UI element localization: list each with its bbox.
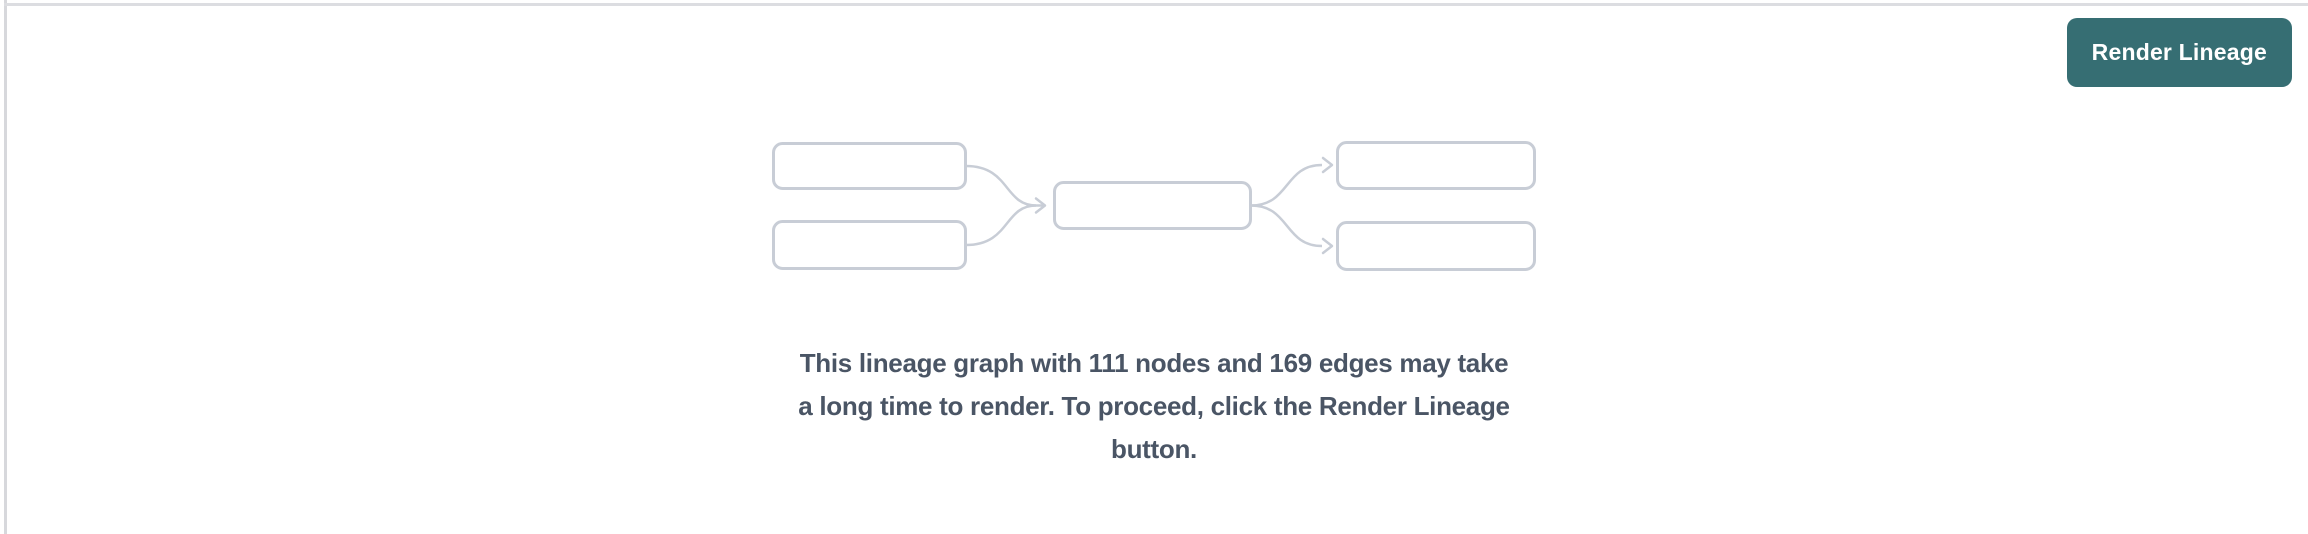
render-lineage-button[interactable]: Render Lineage [2066,18,2292,87]
placeholder-node [772,220,967,270]
panel-left-divider [4,0,7,534]
warning-line-1: This lineage graph with 111 nodes and 16… [799,348,1509,378]
arrowhead-icon [1034,197,1047,214]
lineage-placeholder-illustration [772,141,1536,271]
placeholder-edge [1250,163,1323,207]
placeholder-edge [965,204,1037,247]
arrowhead-icon [1321,237,1334,255]
panel-top-divider [4,3,2308,6]
placeholder-edge [1250,204,1323,248]
placeholder-node [1336,221,1536,271]
arrowhead-icon [1321,156,1334,174]
warning-line-2: a long time to render. To proceed, click… [798,391,1510,421]
placeholder-edge [965,164,1037,207]
placeholder-node [772,142,967,190]
lineage-empty-state: This lineage graph with 111 nodes and 16… [704,139,1604,471]
warning-line-3: button. [1111,434,1197,464]
placeholder-node [1053,181,1252,230]
lineage-warning-message: This lineage graph with 111 nodes and 16… [798,342,1510,471]
placeholder-node [1336,141,1536,190]
